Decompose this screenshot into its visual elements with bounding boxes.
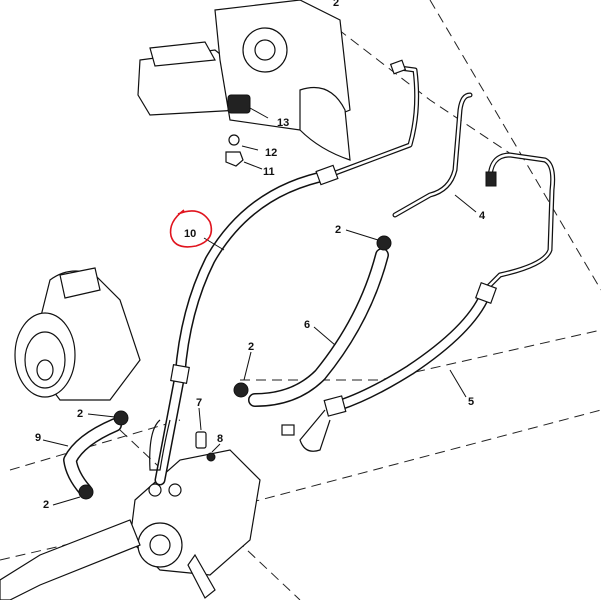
- steering-gear: [0, 449, 261, 600]
- callout-12: 12: [265, 147, 277, 159]
- highlight-circle: [169, 209, 213, 248]
- callout-13: 13: [277, 117, 289, 129]
- power-steering-pump: [14, 267, 141, 401]
- hose-6: [248, 248, 389, 407]
- hose-5-return: [281, 152, 556, 452]
- callout-2-left: 2: [77, 408, 83, 420]
- callout-11: 11: [263, 166, 275, 178]
- callout-10: 10: [184, 228, 196, 240]
- callout-2-bottom: 2: [43, 499, 49, 511]
- master-cylinder: [137, 0, 351, 167]
- hose-10-pressure: [149, 59, 420, 486]
- clamps: [78, 235, 392, 500]
- callout-2-top: 2: [333, 0, 339, 9]
- callout-4: 4: [479, 210, 486, 222]
- callout-2-mid: 2: [248, 341, 254, 353]
- callout-7: 7: [196, 397, 202, 409]
- callout-5: 5: [468, 396, 474, 408]
- hose-9: [63, 418, 122, 497]
- callout-2-right: 2: [335, 224, 341, 236]
- callout-8: 8: [217, 433, 223, 445]
- callout-9: 9: [35, 432, 41, 444]
- line-4: [392, 92, 473, 218]
- callout-6: 6: [304, 319, 310, 331]
- leader-lines: [42, 107, 477, 506]
